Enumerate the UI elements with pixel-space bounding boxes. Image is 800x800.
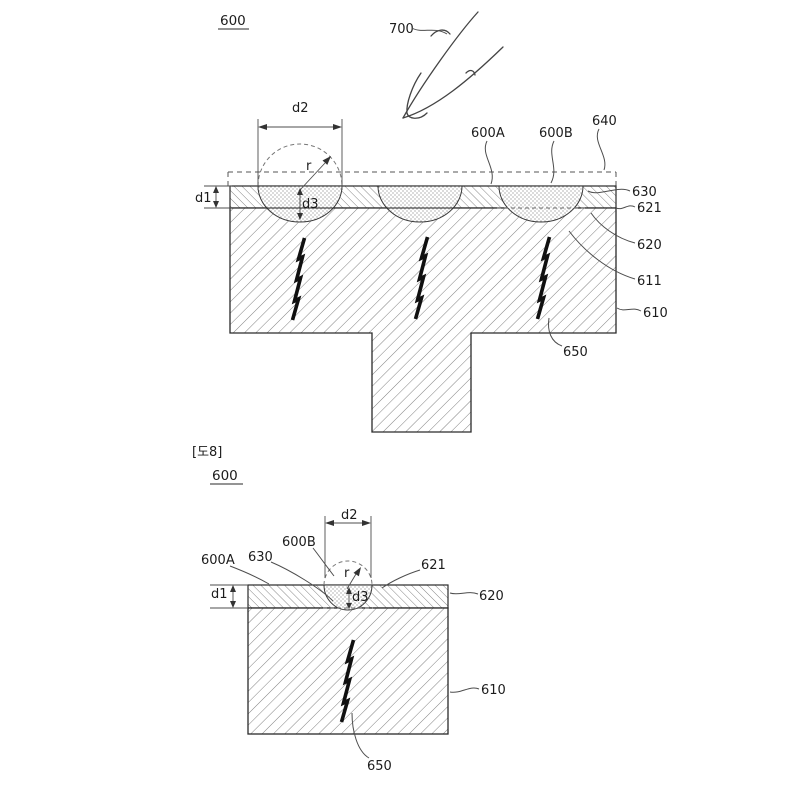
figure-top: 600 700 — [195, 11, 668, 433]
radius-dashed-circle-b — [323, 560, 373, 586]
dim-d1-label: d1 — [195, 191, 212, 206]
lens-dome-2 — [377, 185, 463, 223]
finger-nail — [406, 72, 428, 119]
d2-arrow-left-b — [325, 520, 334, 526]
figure-bottom-caption: [도8] — [192, 445, 222, 460]
finger-front-contour — [402, 46, 504, 119]
dim-d2-label-b: d2 — [341, 508, 358, 523]
label-621-b: 621 — [421, 558, 446, 573]
leader-600A — [484, 140, 493, 185]
label-650-b: 650 — [367, 759, 392, 774]
finger-icon — [402, 11, 504, 119]
r-line — [299, 162, 326, 191]
figure-bottom-ref-label: 600 — [212, 468, 238, 484]
d3-arrow-down — [297, 213, 303, 220]
dim-d3-label: d3 — [302, 197, 319, 212]
finger-back-contour — [402, 11, 479, 119]
d3-arrow-up — [297, 188, 303, 195]
label-600A-b: 600A — [201, 553, 235, 568]
label-611: 611 — [637, 274, 662, 289]
dim-r-label: r — [306, 159, 312, 174]
leader-640 — [596, 128, 606, 171]
leader-600B — [550, 140, 555, 184]
leader-621 — [615, 205, 636, 210]
wave-bolt-2 — [413, 236, 430, 320]
label-620-b: 620 — [479, 589, 504, 604]
wave-bolt-3 — [535, 236, 552, 320]
label-621: 621 — [637, 201, 662, 216]
r-arrow-b — [353, 567, 361, 577]
label-600B-b: 600B — [282, 535, 316, 550]
d2-arrow-left — [258, 124, 267, 130]
leader-600A-b — [229, 565, 270, 585]
wave-bolt-1 — [290, 237, 307, 321]
leader-621-b — [381, 569, 421, 589]
label-630: 630 — [632, 185, 657, 200]
d2-arrow-right — [333, 124, 342, 130]
d1-arrow-up — [213, 186, 219, 193]
leader-611 — [568, 230, 636, 280]
r-line-b — [346, 573, 357, 590]
leader-630-b — [270, 561, 334, 602]
label-600A: 600A — [471, 126, 505, 141]
leader-700 — [411, 27, 448, 35]
lens-dome-3 — [498, 185, 584, 223]
finger-crease-upper — [430, 29, 451, 37]
label-600B: 600B — [539, 126, 573, 141]
leader-600B-b — [312, 547, 335, 577]
substrate-610 — [229, 207, 617, 433]
wave-bolt-b — [339, 639, 356, 723]
finger-crease-lower — [465, 69, 476, 76]
label-630-b: 630 — [248, 550, 273, 565]
label-650: 650 — [563, 345, 588, 360]
figure-bottom: [도8] 600 d2 r d1 d3 — [192, 445, 506, 774]
d1-arrow-up-b — [230, 585, 236, 592]
leader-650 — [548, 317, 563, 347]
dim-d2-label: d2 — [292, 101, 309, 116]
leader-650-b — [351, 712, 370, 759]
label-610-b: 610 — [481, 683, 506, 698]
label-640: 640 — [592, 114, 617, 129]
r-arrow — [322, 156, 331, 165]
figure-top-ref-label: 600 — [220, 13, 246, 29]
label-700: 700 — [389, 22, 414, 37]
leader-610 — [616, 307, 642, 312]
dim-d1-label-b: d1 — [211, 587, 228, 602]
label-620: 620 — [637, 238, 662, 253]
label-610: 610 — [643, 306, 668, 321]
dim-r-label-b: r — [344, 566, 350, 581]
leader-620-b — [449, 592, 479, 595]
d3-arrow-down-b — [346, 603, 352, 609]
radius-dashed-circle — [257, 143, 343, 187]
leader-610-b — [449, 687, 480, 693]
d1-arrow-down — [213, 201, 219, 208]
leader-620 — [590, 212, 636, 244]
leader-630 — [587, 188, 631, 194]
d2-arrow-right-b — [362, 520, 371, 526]
d3-arrow-up-b — [346, 587, 352, 594]
dim-d3-label-b: d3 — [352, 590, 369, 605]
d1-arrow-down-b — [230, 601, 236, 608]
